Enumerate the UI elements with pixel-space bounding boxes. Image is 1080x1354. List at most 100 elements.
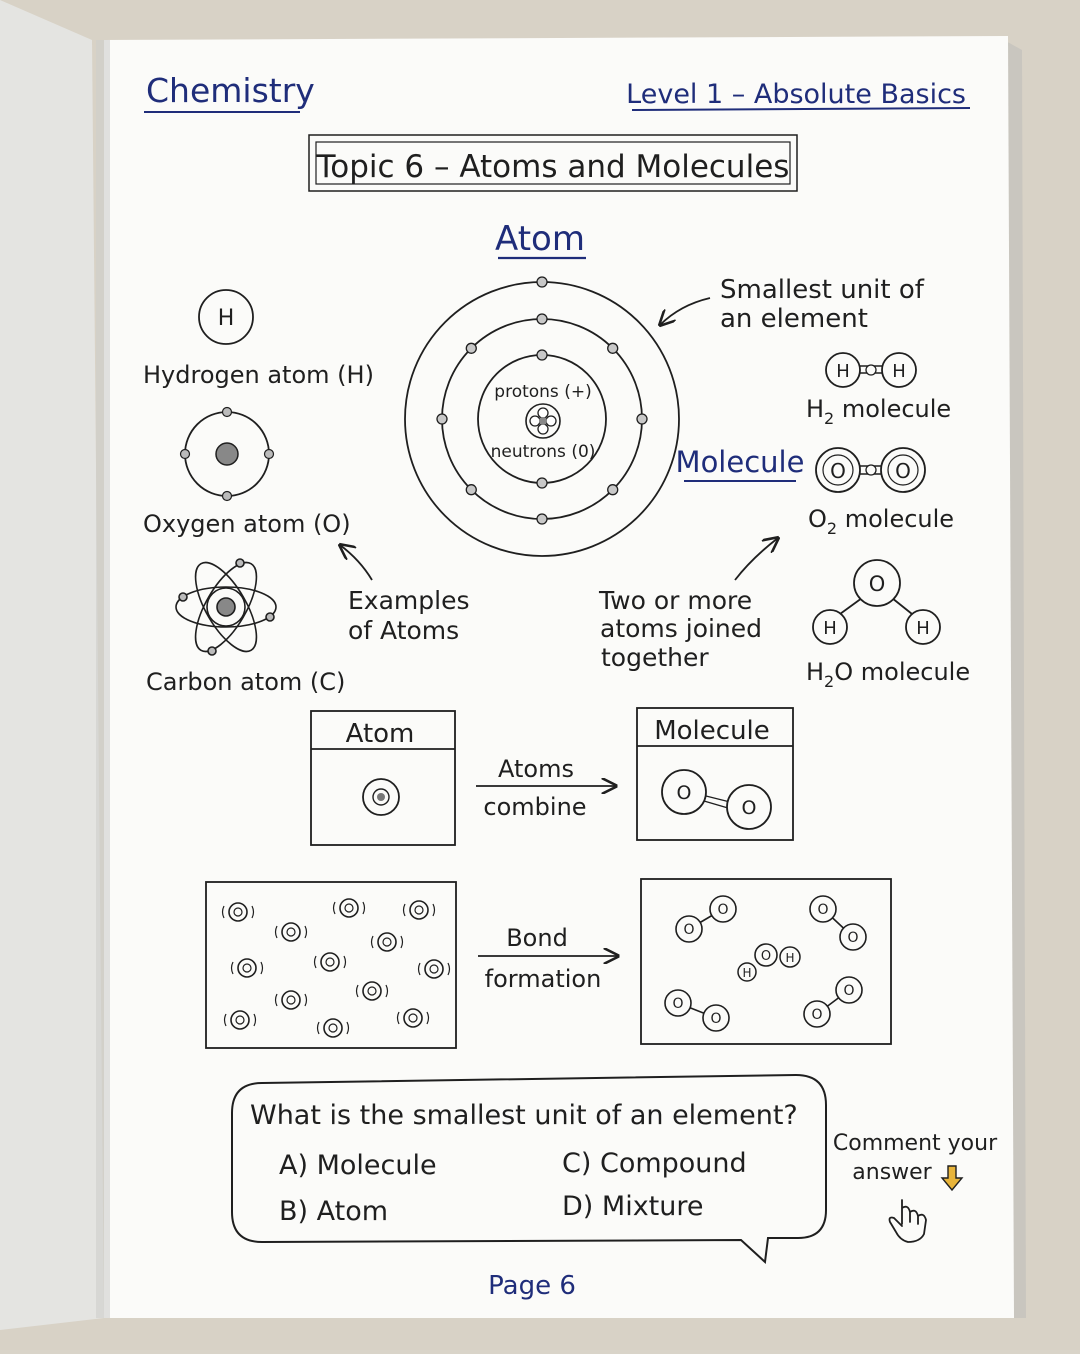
- electron: [536, 513, 548, 525]
- loose-atom: [228, 902, 248, 922]
- loose-atom-core: [429, 964, 439, 974]
- motion-swoosh: [402, 903, 436, 917]
- motion-swoosh: [370, 935, 404, 949]
- molecule-box-atom-right: O: [742, 797, 757, 819]
- loose-atom-core: [408, 1013, 418, 1023]
- electron: [465, 484, 477, 496]
- motion-swoosh: [396, 1011, 430, 1025]
- quiz-question: What is the smallest unit of an element?: [250, 1100, 798, 1131]
- oxygen-label: Oxygen atom (O): [143, 510, 351, 538]
- motion-swoosh: [274, 925, 308, 939]
- motion-swoosh: [230, 961, 264, 975]
- loose-atom-core: [286, 995, 296, 1005]
- electron: [607, 484, 619, 496]
- electron: [436, 413, 448, 425]
- molecule-box: Molecule O O: [636, 707, 794, 841]
- bonded-o-atom: [702, 1004, 730, 1032]
- topic-title: Topic 6 – Atoms and Molecules: [316, 149, 790, 185]
- bonded-o-atom: [809, 895, 837, 923]
- water-hydrogen-left: H: [823, 618, 837, 639]
- water-molecule: O H H: [812, 559, 941, 645]
- molecule-heading: Molecule: [676, 445, 805, 479]
- protons-label: protons (+): [494, 382, 591, 402]
- atom-definition-line1: Smallest unit of: [720, 275, 925, 305]
- bond-arrow-line2: formation: [485, 965, 602, 993]
- left-page: [0, 0, 104, 1330]
- definition-arrow: [660, 297, 711, 325]
- loose-atom-core: [382, 937, 392, 947]
- header: Chemistry Level 1 – Absolute Basics: [144, 71, 971, 113]
- bonded-o-atom: [709, 895, 737, 923]
- combine-arrow-line1: Atoms: [498, 755, 574, 783]
- h2-molecule: H H: [825, 352, 917, 388]
- loose-atom: [237, 958, 257, 978]
- atom-box-title: Atom: [346, 719, 415, 749]
- motion-swoosh: [417, 962, 451, 976]
- quiz-bubble: [231, 1073, 827, 1265]
- bonded-o-atom: [835, 976, 863, 1004]
- o2-label: O2 molecule: [808, 505, 954, 538]
- subject-title: Chemistry: [146, 71, 315, 110]
- hydrogen-atom: H: [198, 289, 254, 345]
- motion-swoosh: [332, 901, 366, 915]
- neutrons-label: neutrons (0): [491, 442, 596, 462]
- electron: [536, 276, 548, 288]
- page-gutter-shadow: [96, 40, 110, 1318]
- quiz-option-d[interactable]: D) Mixture: [562, 1191, 704, 1222]
- bonded-water-o: O: [761, 949, 771, 964]
- hydrogen-symbol: H: [218, 306, 235, 331]
- loose-atom-core: [328, 1023, 338, 1033]
- atom-heading: Atom: [495, 219, 585, 259]
- hydrogen-label: Hydrogen atom (H): [143, 361, 374, 389]
- examples-arrow: [340, 545, 373, 581]
- molecule-definition-line1: Two or more: [598, 586, 752, 615]
- electron: [607, 342, 619, 354]
- molecule-box-title: Molecule: [654, 716, 770, 746]
- bonded-water-h-right: H: [785, 951, 794, 965]
- loose-atom-core: [242, 963, 252, 973]
- loose-atom-core: [344, 903, 354, 913]
- carbon-atom: [175, 558, 277, 656]
- electron: [536, 477, 548, 489]
- loose-atom-core: [414, 905, 424, 915]
- examples-caption-line1: Examples: [348, 586, 469, 615]
- motion-swoosh: [355, 984, 389, 998]
- bonded-water-h-left: H: [742, 966, 751, 980]
- loose-atom-core: [367, 986, 377, 996]
- combine-arrow-line2: combine: [483, 793, 586, 821]
- bonded-molecules-box: [640, 878, 892, 1045]
- quiz-option-b[interactable]: B) Atom: [279, 1196, 388, 1227]
- motion-swoosh: [313, 955, 347, 969]
- bonded-o-atom: [803, 1000, 831, 1028]
- quiz-option-a[interactable]: A) Molecule: [279, 1150, 437, 1181]
- loose-atom: [362, 981, 382, 1001]
- loose-atom: [230, 1010, 250, 1030]
- loose-atom-core: [286, 927, 296, 937]
- molecule-definition-line3: together: [601, 643, 709, 672]
- carbon-label: Carbon atom (C): [146, 668, 345, 696]
- loose-atom: [424, 959, 444, 979]
- motion-swoosh: [221, 905, 255, 919]
- quiz-option-c[interactable]: C) Compound: [562, 1148, 747, 1179]
- comment-cta-line2: answer: [852, 1160, 932, 1185]
- loose-atom-core: [233, 907, 243, 917]
- h2-atom-left: H: [836, 361, 850, 382]
- loose-atoms: [221, 898, 451, 1038]
- level-label: Level 1 – Absolute Basics: [626, 79, 966, 110]
- electron: [465, 342, 477, 354]
- bonded-o-symbol: O: [710, 1011, 721, 1027]
- loose-atom: [281, 990, 301, 1010]
- bonded-o-atom: [675, 915, 703, 943]
- h2-atom-right: H: [892, 361, 906, 382]
- electron: [536, 313, 548, 325]
- molecule-box-atom-left: O: [677, 782, 692, 804]
- loose-atom: [323, 1018, 343, 1038]
- topic-title-box: Topic 6 – Atoms and Molecules: [308, 134, 798, 192]
- bonded-o-symbol: O: [717, 902, 728, 918]
- electrons: [436, 276, 648, 525]
- down-arrow-icon: [940, 1165, 964, 1192]
- loose-atom-core: [325, 957, 335, 967]
- right-page: [104, 36, 1014, 1318]
